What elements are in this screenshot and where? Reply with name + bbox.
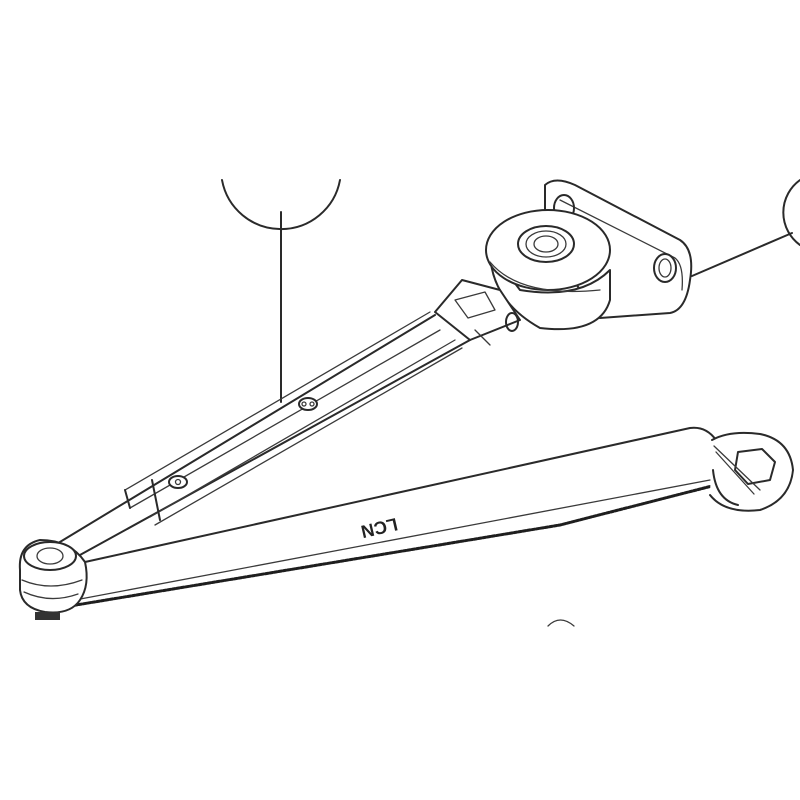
brand-label: LCN: [359, 514, 400, 542]
pivot-knuckle: [434, 209, 611, 346]
main-arm: LCN: [68, 426, 717, 608]
forearm: [49, 311, 471, 567]
partial-component-edge: [547, 619, 575, 627]
callout-bracket: [691, 179, 800, 277]
elbow-joint: [18, 539, 88, 620]
hex-pinion-arm-end: [709, 431, 794, 512]
callout-arm: [221, 179, 341, 403]
screw-icon: [168, 475, 188, 489]
screw-icon: [298, 397, 318, 411]
